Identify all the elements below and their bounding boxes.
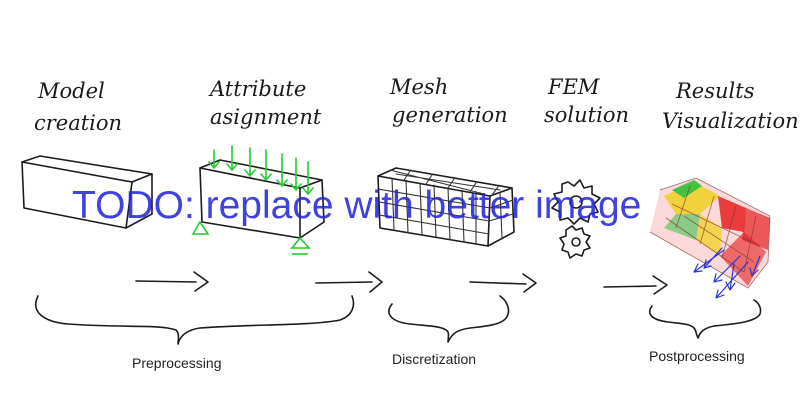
brace-postprocessing — [648, 299, 762, 339]
load-arrows — [208, 145, 314, 196]
step-title-line2: asignment — [210, 105, 322, 129]
gears-icon — [551, 179, 601, 259]
step-title-line2: generation — [392, 103, 508, 127]
meshed-beam-sketch — [377, 167, 515, 247]
phase-label-postprocessing: Postprocessing — [649, 348, 745, 364]
step-title-line2: solution — [544, 103, 629, 127]
phase-label-discretization: Discretization — [392, 351, 477, 367]
phase-label-preprocessing: Preprocessing — [132, 355, 222, 371]
beam-with-loads-sketch — [191, 145, 325, 255]
brace-preprocessing — [35, 295, 355, 345]
step-title-line1: FEM — [547, 75, 600, 99]
step-title-line1: Model — [37, 79, 105, 103]
step-title-line1: Attribute — [208, 77, 306, 101]
flow-arrow-3 — [469, 273, 537, 293]
step-title-results-visualization: Results Visualization — [662, 79, 799, 133]
step-title-line1: Results — [675, 79, 755, 103]
beam-model-sketch — [21, 155, 153, 229]
step-title-attribute-assignment: Attribute asignment — [208, 77, 322, 129]
flow-arrow-1 — [135, 271, 209, 292]
step-title-fem-solution: FEM solution — [544, 75, 629, 127]
result-vector-arrows — [693, 247, 761, 299]
step-title-line1: Mesh — [389, 75, 448, 99]
step-title-mesh-generation: Mesh generation — [389, 75, 508, 127]
flow-arrow-4 — [603, 275, 668, 295]
flow-arrow-2 — [315, 271, 383, 293]
step-title-model-creation: Model creation — [34, 79, 122, 135]
brace-discretization — [388, 295, 510, 343]
todo-overlay-text: TODO: replace with better image — [72, 184, 642, 227]
support-symbols — [191, 220, 311, 255]
results-colored-mesh — [649, 177, 771, 299]
step-title-line2: creation — [34, 111, 122, 135]
step-title-line2: Visualization — [662, 109, 799, 133]
